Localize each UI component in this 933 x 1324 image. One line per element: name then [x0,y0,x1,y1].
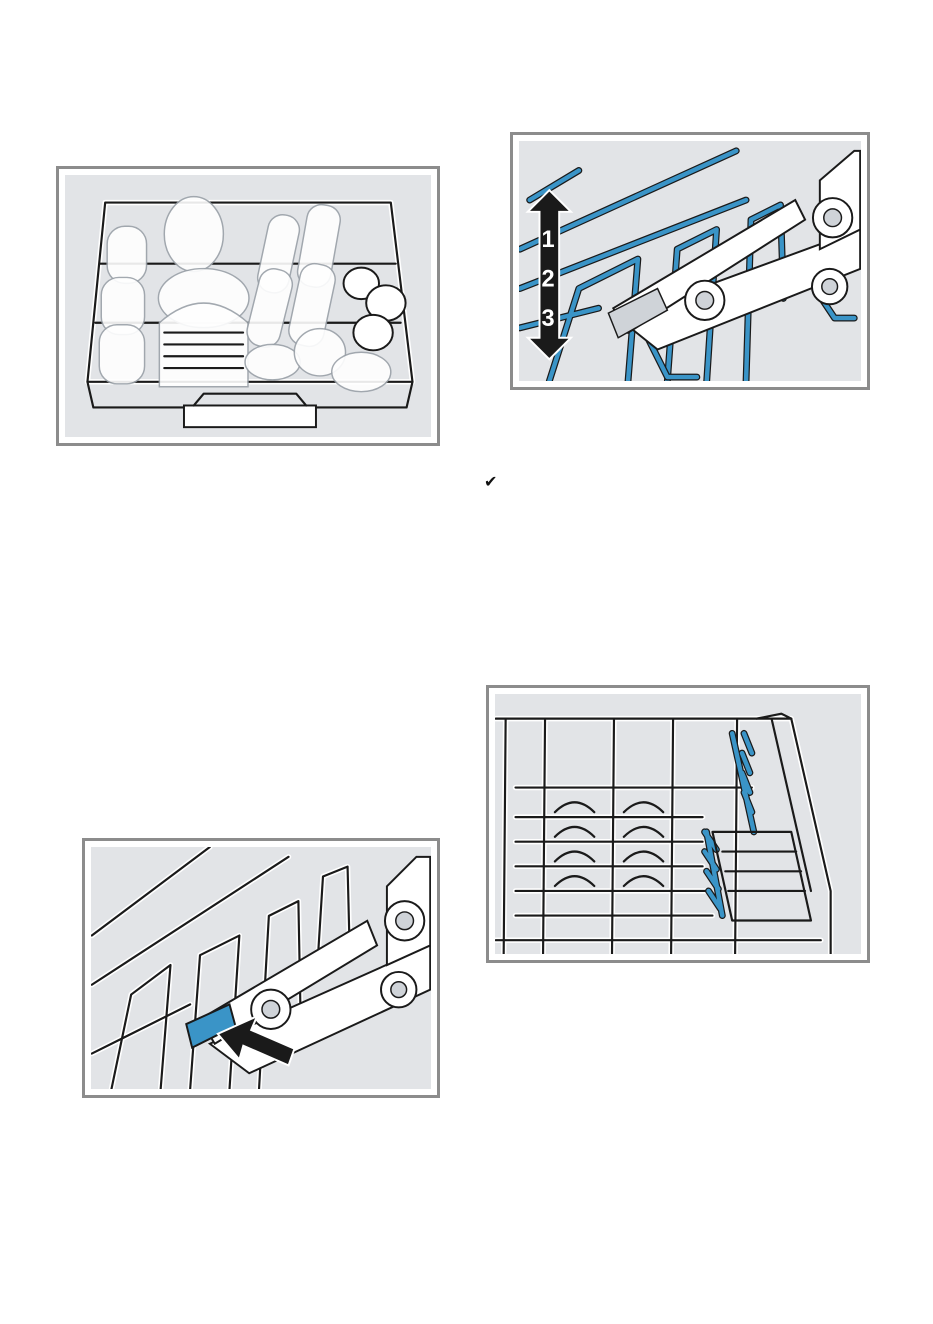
check-icon: ✔ [484,474,497,490]
rail-wheel-upper [813,198,852,237]
press-lever-illustration [91,847,431,1089]
figure-press-lever [82,838,440,1098]
figure-loaded-upper-basket [56,166,440,446]
tall-glasses [244,202,346,380]
rail-wheel-right [381,972,416,1007]
rail-wheel-upper [385,901,424,940]
cups-right [332,268,406,392]
rail-wheel-lower [251,990,290,1029]
level-3-label: 3 [541,306,554,332]
glasses-left [99,226,146,384]
rail-wheel-lower [685,281,724,320]
figure-height-adjustment-levels: 1 2 3 [510,132,870,390]
folding-tines-blue [705,733,754,915]
level-2-label: 2 [541,267,554,293]
folding-tines-illustration [495,694,861,954]
level-1-label: 1 [541,227,554,253]
rail-wheel-right [812,269,847,304]
plates [158,197,249,387]
height-adjust-illustration: 1 2 3 [519,141,861,381]
basket-handle [184,405,316,427]
loaded-basket-illustration [65,175,431,437]
figure-folding-tines [486,685,870,963]
